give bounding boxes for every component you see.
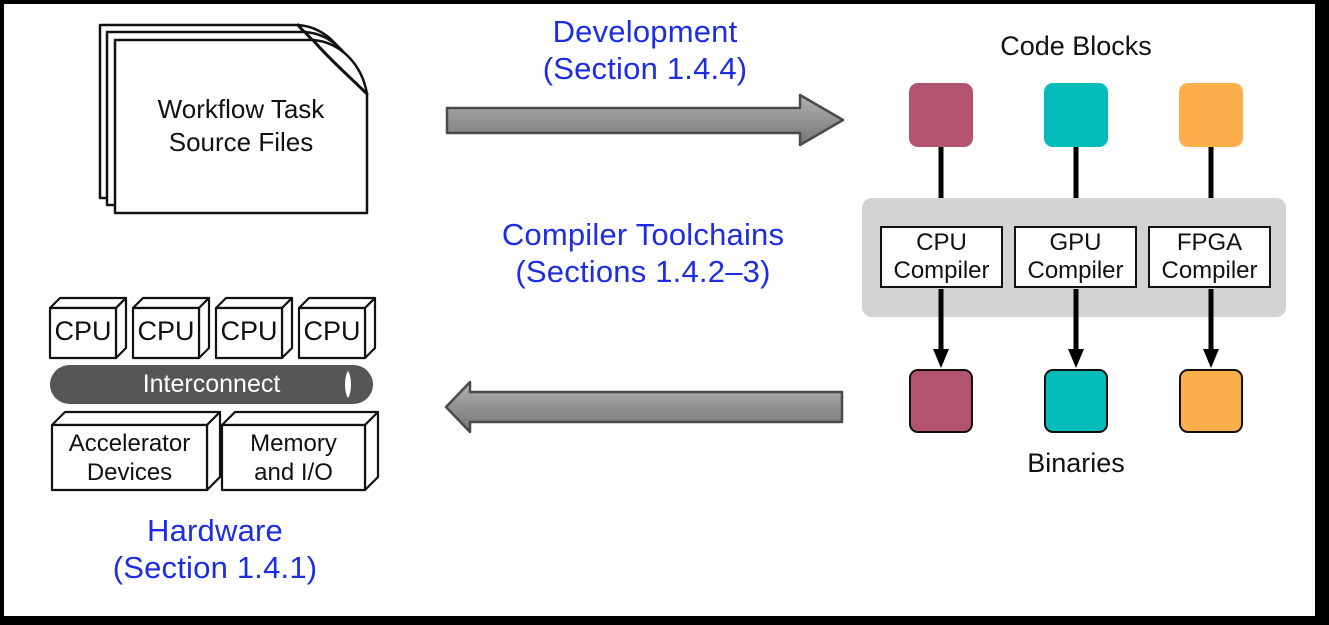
development-arrow-right-icon (445, 93, 845, 147)
development-caption: Development (Section 1.4.4) (542, 14, 748, 86)
cpu-label: CPU (220, 316, 278, 346)
accelerator-devices-label: Accelerator Devices (68, 430, 191, 486)
gpu-compiler-box: GPU Compiler (1014, 226, 1137, 288)
hardware-caption: Hardware (Section 1.4.1) (112, 513, 318, 585)
source-files-pages-icon (98, 23, 369, 215)
fpga-compiler-box: FPGA Compiler (1148, 226, 1271, 288)
down-arrow-icon (933, 289, 949, 368)
interconnect-bus: Interconnect (50, 365, 373, 404)
binaries-title: Binaries (1027, 448, 1125, 478)
code-blocks-title: Code Blocks (1000, 31, 1152, 61)
code-block-cpu (909, 83, 973, 147)
accelerator-memory-slabs-icon (50, 410, 380, 492)
source-files-label: Workflow Task Source Files (157, 94, 325, 157)
cpu-compiler-box: CPU Compiler (880, 226, 1003, 288)
down-arrow-icon (1068, 289, 1084, 368)
cpu-label: CPU (303, 316, 361, 346)
code-block-gpu (1044, 83, 1108, 147)
cpu-cubes-icon (48, 296, 377, 360)
compiler-toolchains-caption: Compiler Toolchains (Sections 1.4.2–3) (501, 217, 785, 289)
deploy-arrow-left-icon (444, 380, 844, 434)
memory-io-label: Memory and I/O (250, 430, 337, 486)
cpu-label: CPU (137, 316, 195, 346)
binary-cpu (909, 369, 973, 433)
code-block-fpga (1179, 83, 1243, 147)
binary-gpu (1044, 369, 1108, 433)
interconnect-port-icon (345, 371, 351, 398)
binary-fpga (1179, 369, 1243, 433)
down-arrow-icon (1203, 289, 1219, 368)
cpu-label: CPU (54, 316, 112, 346)
